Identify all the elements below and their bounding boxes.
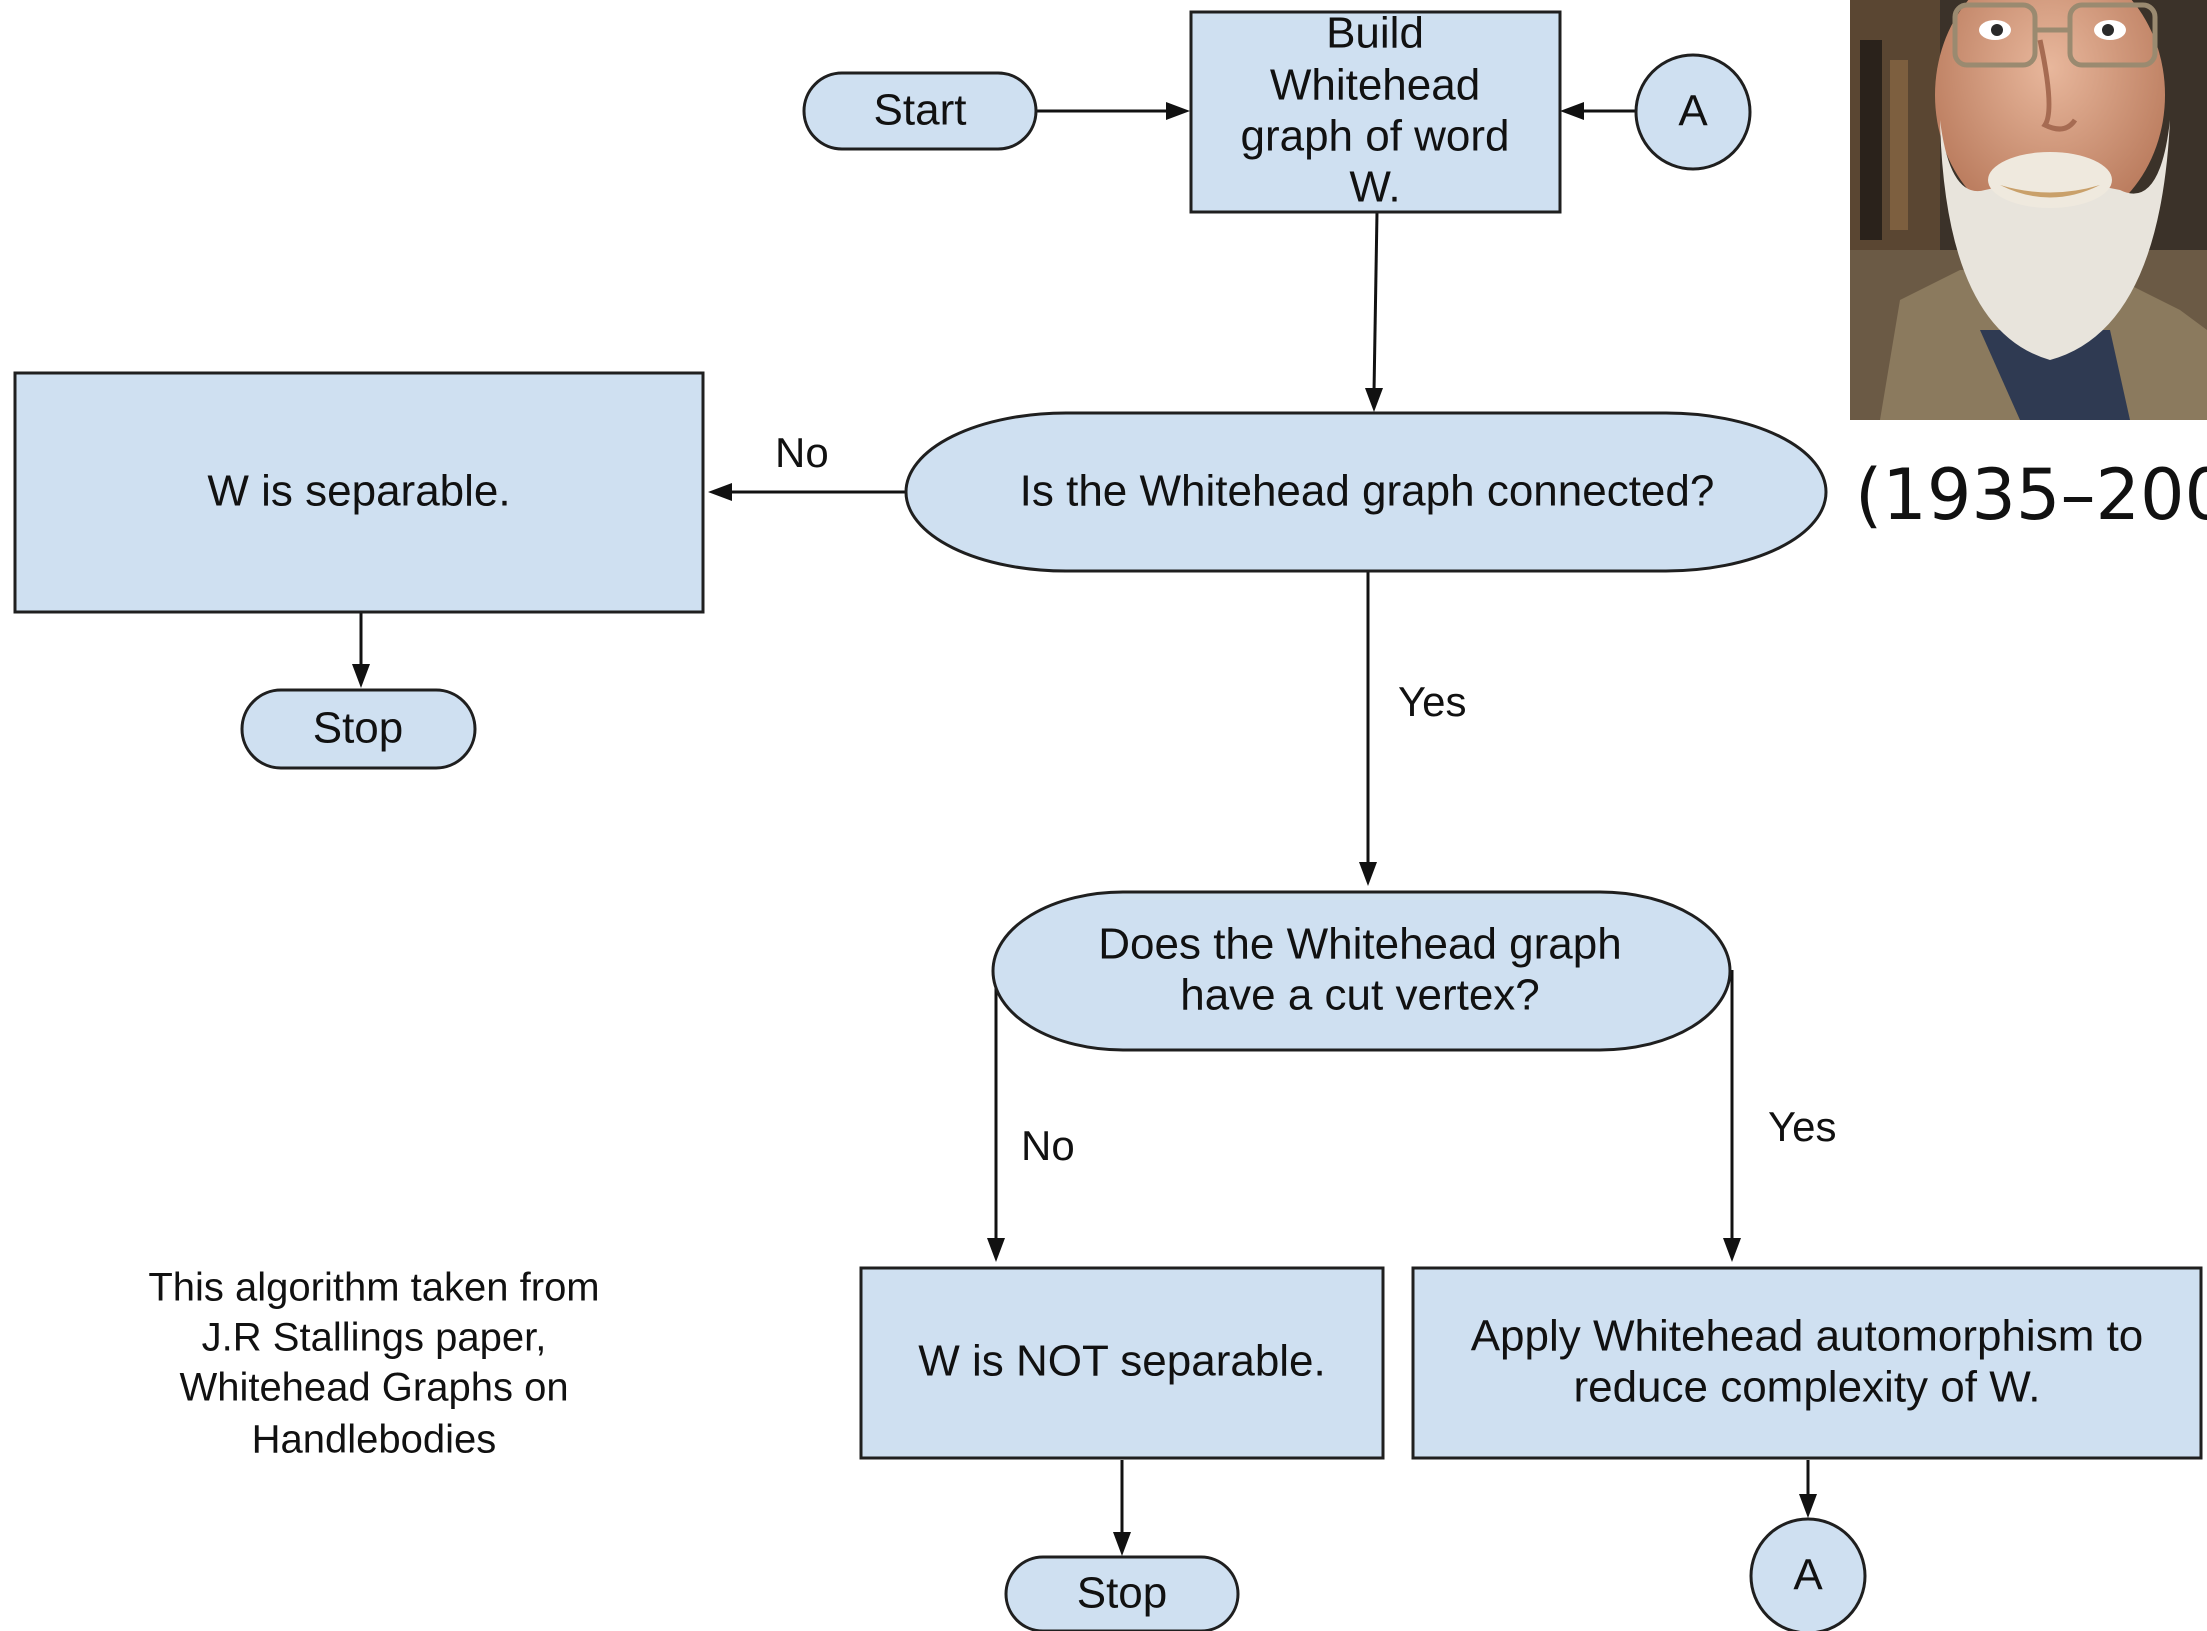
stop-bottom-label: Stop — [1077, 1569, 1168, 1618]
build-label-line2: Whitehead — [1270, 61, 1480, 110]
arrowhead — [987, 1238, 1005, 1262]
arrowhead — [352, 664, 370, 688]
apply-automorphism-process: Apply Whitehead automorphism to reduce c… — [1411, 1266, 2203, 1460]
build-label-line4: W. — [1349, 163, 1400, 212]
arrowhead — [1365, 388, 1383, 412]
cut-vertex-label-line2: have a cut vertex? — [1180, 971, 1540, 1020]
stop-terminal-bottom: Stop — [1004, 1555, 1240, 1631]
arrowhead — [1723, 1238, 1741, 1262]
connector-bottom-label: A — [1793, 1551, 1823, 1600]
connector-a-top: A — [1634, 53, 1752, 171]
start-label: Start — [874, 86, 967, 135]
arrowhead — [1799, 1494, 1817, 1518]
arrowhead — [1113, 1532, 1131, 1556]
note-line1: This algorithm taken from — [148, 1266, 599, 1310]
edge-label-cut-no: No — [1021, 1122, 1075, 1169]
connector-top-label: A — [1678, 87, 1708, 136]
cut-vertex-label-line1: Does the Whitehead graph — [1098, 920, 1621, 969]
connected-decision: Is the Whitehead graph connected? — [904, 411, 1828, 573]
build-label-line1: Build — [1326, 9, 1424, 58]
stop-terminal-left: Stop — [240, 688, 477, 770]
source-note: This algorithm taken from J.R Stallings … — [148, 1266, 599, 1462]
build-label-line3: graph of word — [1240, 112, 1509, 161]
connected-question-label: Is the Whitehead graph connected? — [1020, 467, 1715, 516]
flow-edges — [352, 102, 1817, 1556]
separable-label: W is separable. — [207, 467, 510, 516]
arrowhead — [708, 483, 732, 501]
portrait-years: (1935–200 — [1855, 454, 2207, 536]
note-line2: J.R Stallings paper, — [202, 1316, 547, 1360]
apply-label-line1: Apply Whitehead automorphism to — [1471, 1312, 2144, 1361]
stop-left-label: Stop — [313, 704, 404, 753]
edge-label-cut-yes: Yes — [1768, 1103, 1837, 1150]
edge-label-connected-yes: Yes — [1398, 678, 1467, 725]
connector-a-bottom: A — [1749, 1517, 1867, 1631]
note-line3: Whitehead Graphs on — [179, 1366, 568, 1410]
separable-process: W is separable. — [13, 371, 705, 614]
arrowhead — [1359, 862, 1377, 886]
edge-label-connected-no: No — [775, 429, 829, 476]
start-terminal: Start — [802, 71, 1038, 151]
arrowhead — [1560, 102, 1584, 120]
note-line4: Handlebodies — [252, 1418, 497, 1462]
arrowhead — [1166, 102, 1190, 120]
portrait-photo — [1850, 0, 2207, 420]
cut-vertex-decision: Does the Whitehead graph have a cut vert… — [991, 890, 1732, 1052]
not-separable-process: W is NOT separable. — [859, 1266, 1385, 1460]
apply-label-line2: reduce complexity of W. — [1573, 1363, 2040, 1412]
build-graph-process: Build Whitehead graph of word W. — [1189, 9, 1562, 214]
not-separable-label: W is NOT separable. — [918, 1337, 1326, 1386]
edge-build-to-question — [1372, 211, 1379, 393]
